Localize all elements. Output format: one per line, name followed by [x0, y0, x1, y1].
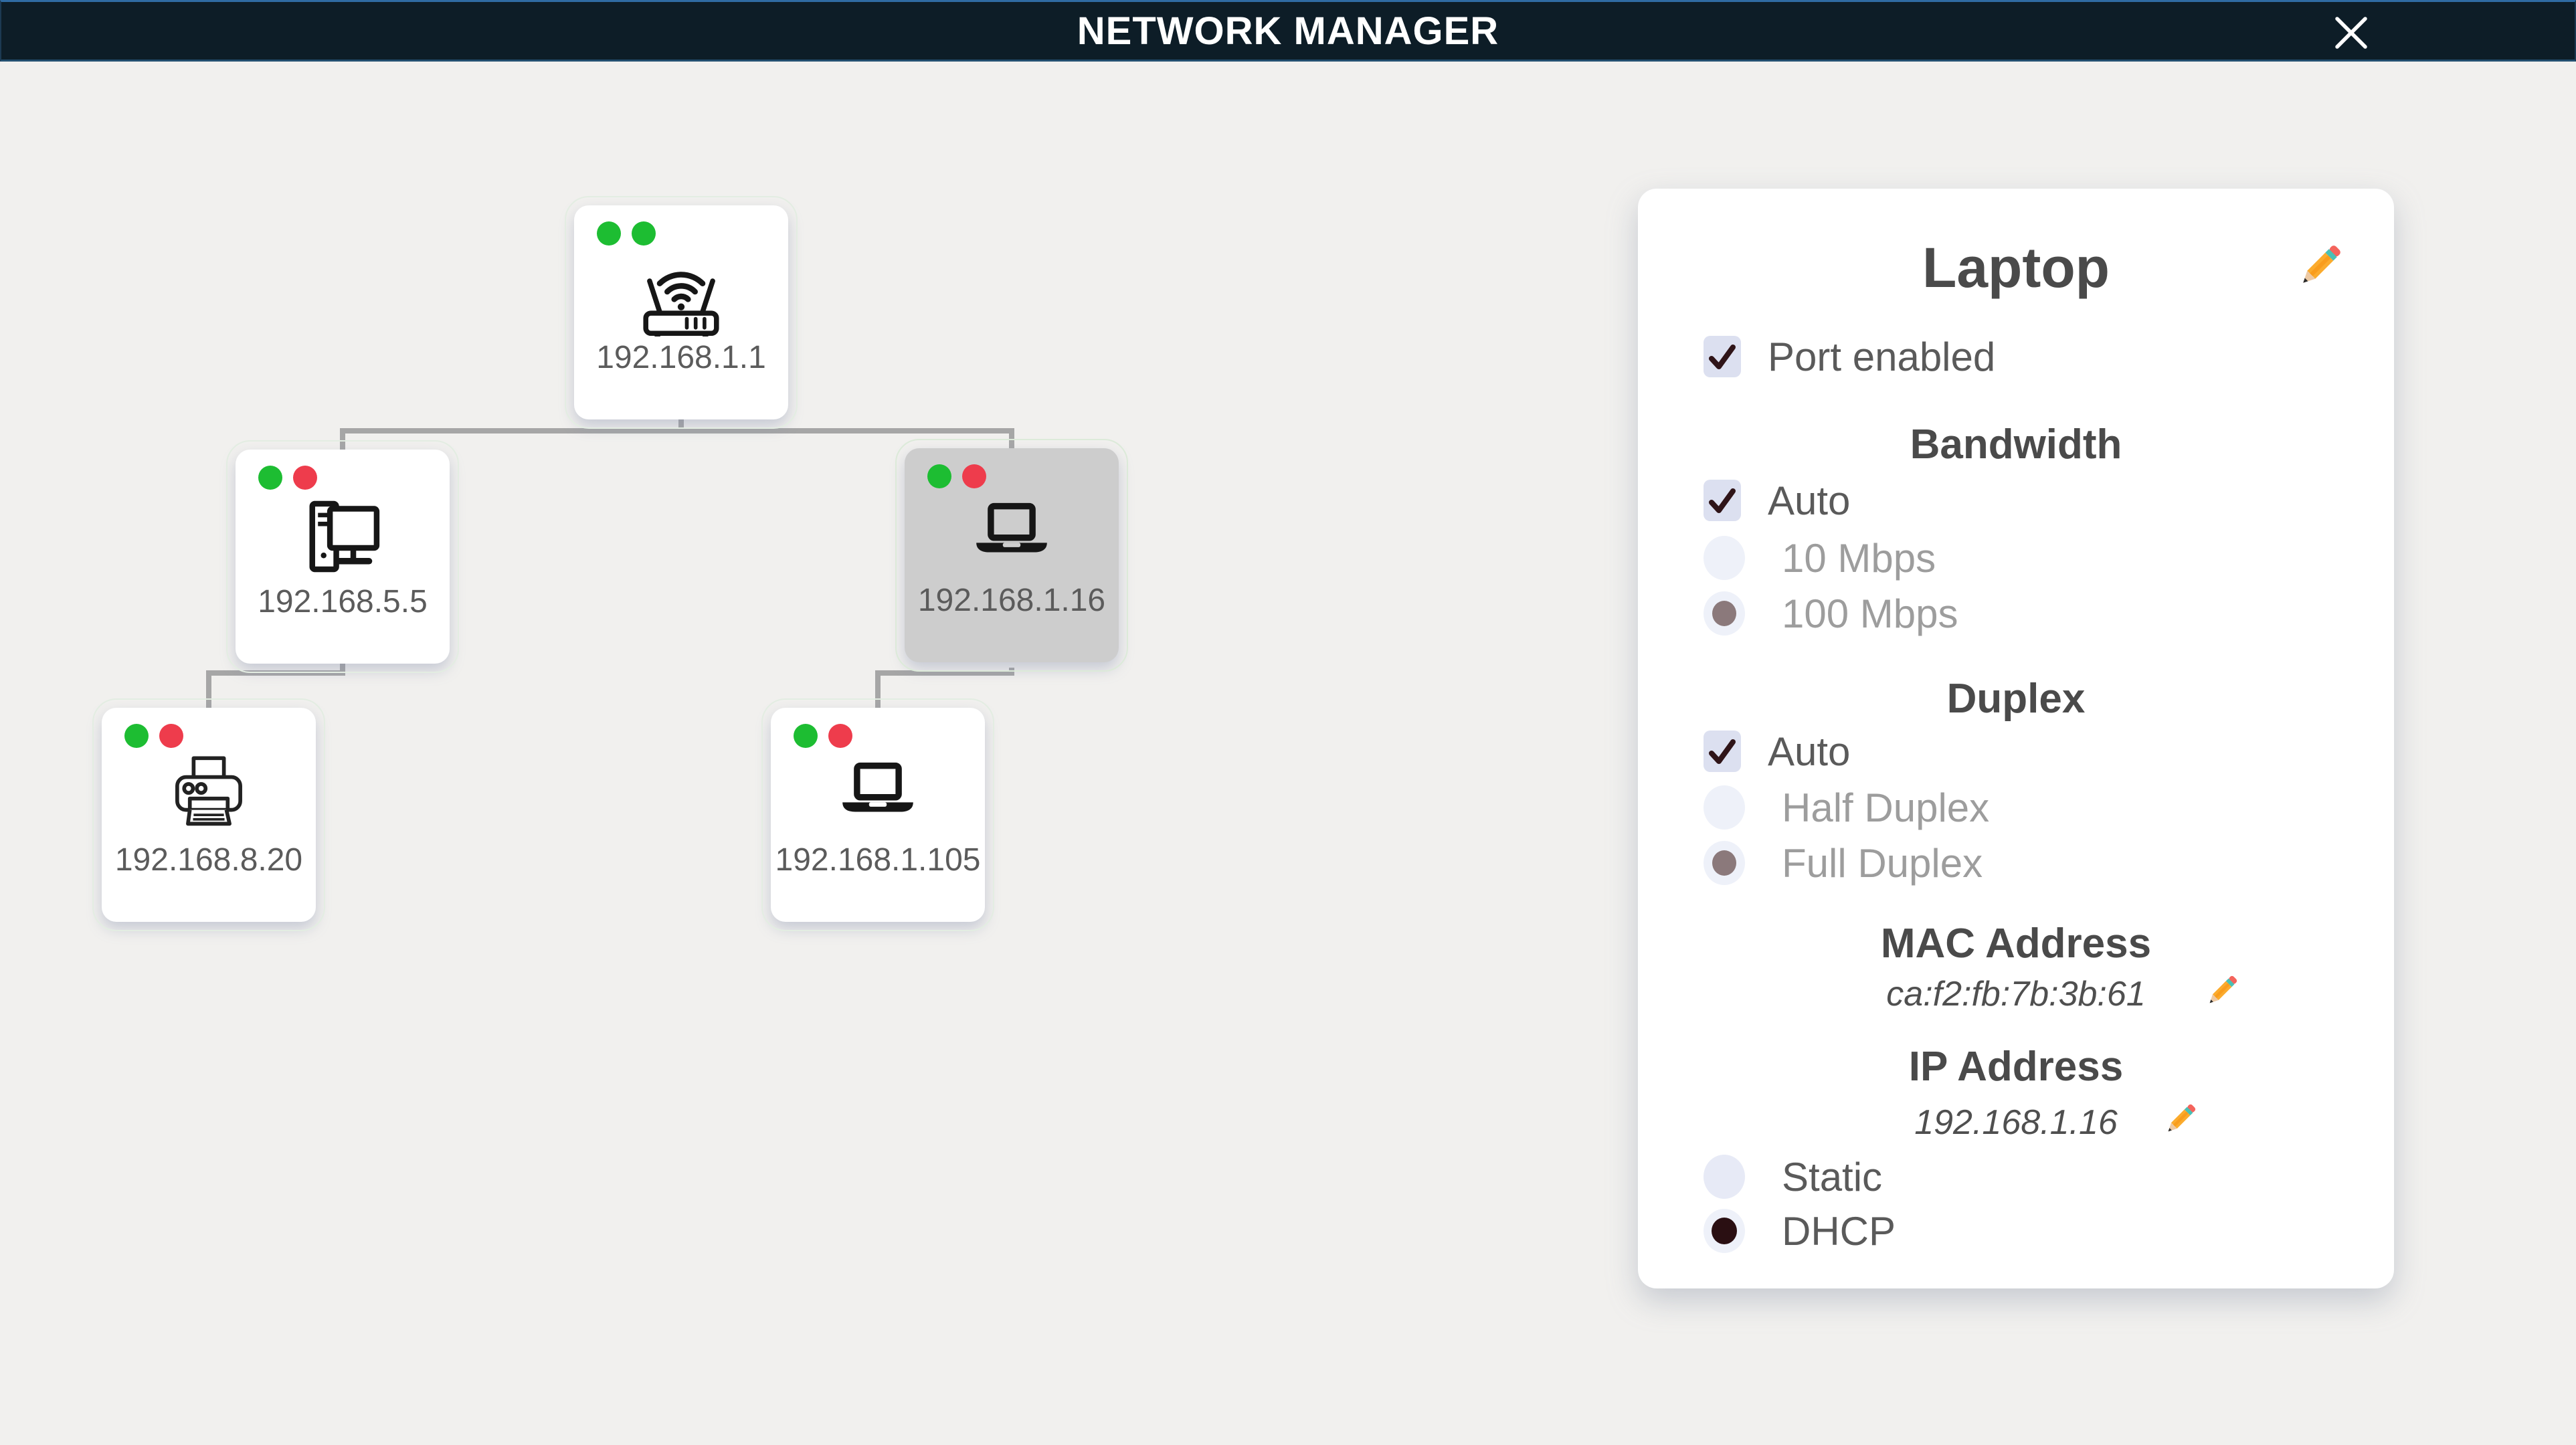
connector-line	[678, 419, 684, 434]
titlebar: NETWORK MANAGER	[0, 0, 2576, 62]
ip-address-value: 192.168.1.16	[1914, 1103, 2118, 1142]
status-dot-red	[159, 724, 183, 748]
edit-name-pencil-icon[interactable]	[2292, 237, 2349, 294]
device-node-laptop-selected[interactable]: 192.168.1.16	[895, 439, 1128, 672]
mac-address-value: ca:f2:fb:7b:3b:61	[1886, 975, 2146, 1014]
device-node-printer[interactable]: 192.168.8.20	[92, 698, 325, 931]
status-dot-green	[124, 724, 149, 748]
check-icon	[1709, 488, 1736, 513]
bandwidth-100mbps-radio[interactable]	[1704, 591, 1745, 636]
ip-static-label: Static	[1782, 1154, 1883, 1199]
node-ip-label: 192.168.1.105	[775, 842, 981, 878]
wifi-router-icon	[574, 248, 788, 336]
duplex-section-title: Duplex	[1946, 676, 2086, 722]
status-dots	[258, 466, 450, 490]
duplex-half-radio[interactable]	[1704, 785, 1745, 830]
node-ip-label: 192.168.1.1	[596, 340, 766, 375]
connector-line	[340, 428, 1014, 434]
port-enabled-checkbox[interactable]	[1704, 336, 1741, 377]
status-dot-green	[927, 464, 951, 488]
close-button[interactable]	[2328, 10, 2374, 56]
desktop-computer-icon	[236, 492, 450, 581]
laptop-icon	[905, 491, 1119, 579]
node-ip-label: 192.168.1.16	[917, 583, 1106, 618]
connector-line	[1009, 428, 1014, 451]
ip-dhcp-radio[interactable]	[1704, 1209, 1745, 1253]
connector-line	[875, 670, 881, 709]
bandwidth-100mbps-label: 100 Mbps	[1782, 591, 1958, 636]
status-dot-red	[962, 464, 986, 488]
bandwidth-10mbps-radio[interactable]	[1704, 536, 1745, 580]
status-dot-green	[258, 466, 282, 490]
check-icon	[1709, 345, 1736, 369]
check-icon	[1709, 739, 1736, 764]
connector-line	[206, 670, 211, 709]
laptop-icon	[771, 751, 985, 839]
connector-line	[340, 662, 345, 676]
node-ip-label: 192.168.8.20	[114, 842, 303, 878]
ip-static-radio[interactable]	[1704, 1155, 1745, 1199]
port-enabled-label: Port enabled	[1768, 334, 1996, 379]
status-dot-red	[828, 724, 852, 748]
ip-dhcp-label: DHCP	[1782, 1208, 1896, 1254]
bandwidth-auto-label: Auto	[1768, 478, 1851, 523]
status-dot-green	[597, 221, 621, 246]
status-dot-red	[293, 466, 317, 490]
device-node-laptop2[interactable]: 192.168.1.105	[761, 698, 994, 931]
duplex-auto-label: Auto	[1768, 729, 1851, 774]
printer-icon	[102, 751, 316, 839]
mac-address-title: MAC Address	[1880, 921, 2152, 967]
status-dots	[927, 464, 1119, 488]
device-node-router[interactable]: 192.168.1.1	[565, 196, 798, 429]
page-title: NETWORK MANAGER	[1077, 9, 1499, 53]
device-settings-panel: Laptop Port enabled Bandwidth	[1638, 189, 2394, 1288]
device-node-desktop[interactable]: 192.168.5.5	[226, 440, 459, 673]
status-dot-green	[632, 221, 656, 246]
duplex-half-label: Half Duplex	[1782, 785, 1990, 830]
close-icon	[2335, 17, 2367, 49]
duplex-full-radio[interactable]	[1704, 841, 1745, 885]
status-dots	[794, 724, 985, 748]
ip-address-title: IP Address	[1908, 1044, 2124, 1090]
bandwidth-10mbps-label: 10 Mbps	[1782, 535, 1936, 581]
panel-title: Laptop	[1922, 236, 2110, 299]
edit-mac-pencil-icon[interactable]	[2201, 970, 2243, 1012]
status-dot-green	[794, 724, 818, 748]
status-dots	[124, 724, 316, 748]
bandwidth-auto-checkbox[interactable]	[1704, 480, 1741, 521]
connector-line	[340, 428, 345, 452]
connector-line	[206, 670, 345, 676]
duplex-auto-checkbox[interactable]	[1704, 731, 1741, 772]
node-ip-label: 192.168.5.5	[258, 584, 428, 619]
bandwidth-section-title: Bandwidth	[1910, 421, 2122, 468]
duplex-full-label: Full Duplex	[1782, 840, 1983, 886]
status-dots	[597, 221, 788, 246]
connector-line	[875, 670, 1014, 676]
edit-ip-pencil-icon[interactable]	[2160, 1098, 2201, 1140]
